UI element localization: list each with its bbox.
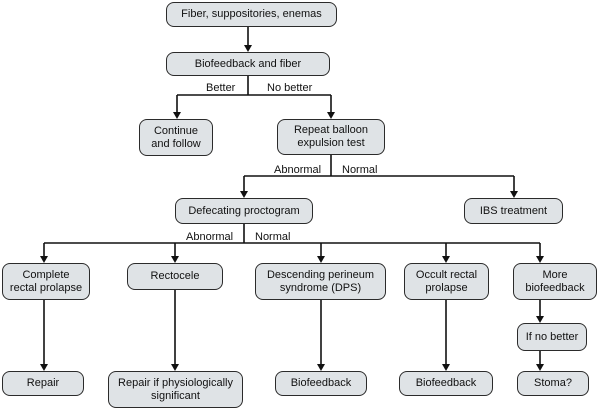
node-label: If no better bbox=[525, 330, 579, 343]
node-ibs-treatment: IBS treatment bbox=[464, 198, 563, 224]
node-label: Continue and follow bbox=[151, 124, 201, 150]
node-label: Fiber, suppositories, enemas bbox=[181, 8, 322, 20]
edge-label-no-better: No better bbox=[267, 82, 313, 94]
edge-label-normal: Normal bbox=[342, 164, 378, 176]
node-label: Repair bbox=[26, 377, 60, 389]
node-descending-perineum-syndrome: Descending perineum syndrome (DPS) bbox=[255, 263, 386, 300]
node-label: Repeat balloon expulsion test bbox=[293, 124, 368, 149]
node-continue-and-follow: Continue and follow bbox=[139, 119, 213, 156]
edge-label-normal: Normal bbox=[255, 231, 291, 243]
node-repeat-balloon-expulsion-test: Repeat balloon expulsion test bbox=[277, 119, 385, 155]
node-fiber-suppositories-enemas: Fiber, suppositories, enemas bbox=[166, 2, 337, 27]
node-rectocele: Rectocele bbox=[127, 263, 223, 290]
node-repair: Repair bbox=[2, 371, 84, 396]
node-more-biofeedback: More biofeedback bbox=[513, 263, 597, 300]
node-label: Occult rectal prolapse bbox=[415, 268, 478, 294]
node-label: Complete rectal prolapse bbox=[9, 268, 83, 294]
node-label: More biofeedback bbox=[525, 268, 585, 294]
node-if-no-better: If no better bbox=[517, 323, 587, 351]
node-label: IBS treatment bbox=[479, 204, 548, 217]
node-occult-rectal-prolapse: Occult rectal prolapse bbox=[404, 263, 489, 300]
node-biofeedback-dps: Biofeedback bbox=[275, 371, 367, 396]
node-label: Biofeedback and fiber bbox=[194, 57, 302, 70]
node-label: Repair if physiologically significant bbox=[118, 376, 233, 402]
node-label: Rectocele bbox=[150, 270, 200, 282]
node-complete-rectal-prolapse: Complete rectal prolapse bbox=[2, 263, 90, 300]
node-biofeedback-occult: Biofeedback bbox=[399, 371, 493, 396]
node-stoma: Stoma? bbox=[517, 371, 589, 396]
edge-label-abnormal: Abnormal bbox=[186, 231, 234, 243]
node-label: Biofeedback bbox=[415, 377, 477, 389]
edge-label-abnormal: Abnormal bbox=[274, 164, 322, 176]
node-label: Biofeedback bbox=[290, 377, 352, 389]
edge-label-better: Better bbox=[206, 82, 236, 94]
node-label: Stoma? bbox=[534, 377, 572, 389]
node-repair-if-significant: Repair if physiologically significant bbox=[108, 371, 243, 408]
node-label: Defecating proctogram bbox=[188, 204, 300, 217]
node-defecating-proctogram: Defecating proctogram bbox=[175, 198, 313, 224]
node-biofeedback-and-fiber: Biofeedback and fiber bbox=[166, 52, 330, 76]
node-label: Descending perineum syndrome (DPS) bbox=[266, 268, 374, 294]
